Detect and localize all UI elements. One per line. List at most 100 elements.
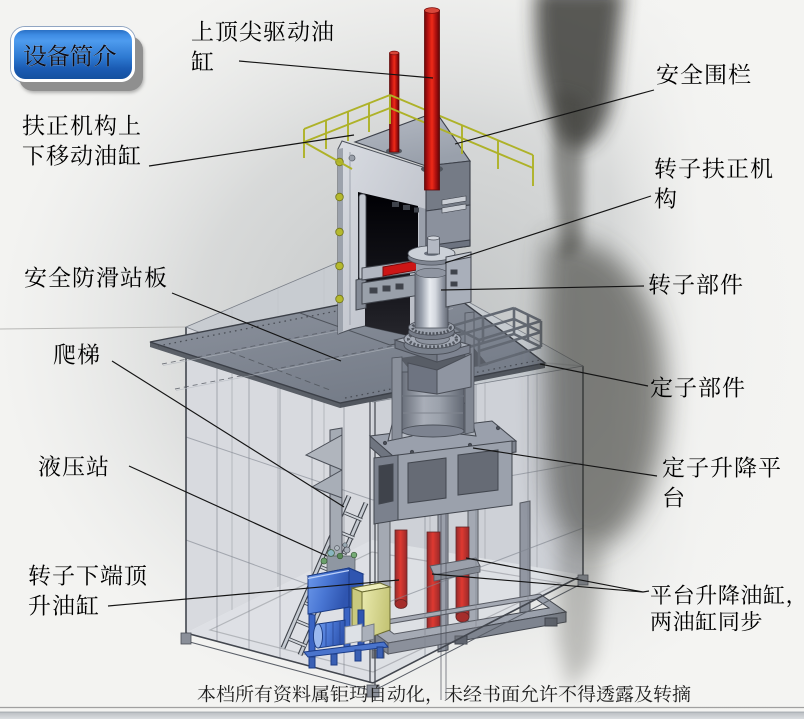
glyph [118, 114, 141, 135]
glyph [758, 456, 781, 478]
leader-anti-slip-platform [171, 292, 342, 362]
glyph [696, 584, 717, 605]
glyph [726, 158, 749, 178]
glyph [216, 684, 235, 703]
glyph [702, 157, 725, 179]
glyph [662, 456, 685, 478]
label-text-hydraulic-station [38, 455, 108, 477]
glyph [539, 684, 558, 703]
label-text-rotor-part [649, 273, 743, 295]
glyph [215, 20, 238, 42]
leader-rotor-righting-mechanism [444, 195, 652, 264]
glyph [25, 266, 47, 288]
stator-bottom [401, 424, 465, 438]
glyph [46, 44, 70, 67]
glyph [735, 456, 757, 478]
rotor-top-shaft [427, 237, 440, 255]
rotor-pedestal-right [436, 353, 472, 395]
glyph [197, 684, 216, 703]
glyph [680, 63, 703, 84]
pump-body [361, 623, 375, 643]
glyph [655, 157, 677, 179]
glyph [235, 684, 254, 703]
column-left-edge [338, 148, 343, 334]
pump-shaft [344, 623, 363, 645]
glyph [76, 594, 99, 615]
glyph [46, 115, 69, 135]
glyph [699, 376, 721, 398]
main-column [335, 140, 427, 337]
glyph [29, 564, 51, 586]
glyph [673, 611, 694, 632]
leader-safety-fence [454, 89, 655, 145]
leader-upper-drive-cylinder [238, 60, 434, 79]
glyph [387, 684, 406, 703]
leader-stator-part [539, 363, 649, 387]
bottom-bar [0, 712, 804, 719]
leader-platform-lift-cylinders [431, 557, 650, 593]
glyph [53, 565, 74, 586]
label-text-upper-drive-cylinder [191, 50, 214, 71]
tower-post-left [391, 356, 403, 441]
glyph [651, 611, 672, 632]
glyph [750, 157, 773, 179]
glyph [722, 376, 745, 398]
glyph [191, 20, 214, 41]
glyph [615, 685, 634, 703]
glyph [664, 486, 683, 508]
glyph [311, 685, 329, 703]
glyph [22, 114, 45, 136]
glyph [254, 684, 273, 703]
glyph [118, 144, 141, 165]
leader-ladder [111, 360, 345, 508]
glyph [86, 455, 108, 477]
glyph [596, 684, 615, 703]
label-text-rotor-righting-mechanism [654, 187, 677, 209]
glyph [93, 44, 117, 67]
glyph [239, 20, 262, 42]
glyph [741, 610, 762, 632]
glyph [330, 684, 349, 702]
safety-fence-railing [303, 94, 534, 186]
leader-stator-lift-platform [472, 447, 658, 477]
label-text-platform-lift-cylinders [651, 610, 762, 632]
glyph [577, 684, 596, 703]
glyph [787, 600, 791, 608]
label-text-anti-slip-platform [25, 266, 167, 288]
column-bolts [335, 157, 344, 304]
glyph [349, 685, 368, 703]
glyph [720, 611, 739, 632]
glyph [124, 564, 147, 586]
glyph [520, 684, 539, 703]
glyph [62, 456, 85, 477]
glyph [287, 20, 310, 42]
glyph [52, 594, 75, 616]
glyph [274, 684, 292, 703]
glyph [292, 684, 311, 703]
glyph [22, 145, 45, 166]
glyph [426, 698, 430, 705]
label-text-stator-lift-platform [662, 456, 781, 478]
glyph [120, 266, 142, 288]
glyph [76, 565, 99, 586]
glyph [654, 187, 677, 209]
glyph [73, 266, 95, 288]
glyph [144, 266, 167, 288]
title-badge: 设备简介 [11, 27, 135, 82]
glyph [558, 685, 577, 703]
badge-text-glyphs [23, 44, 117, 67]
glyph [48, 266, 71, 287]
platform-lift-cylinder-left [394, 529, 408, 609]
glyph [191, 50, 214, 71]
glyph [649, 273, 671, 295]
glyph [94, 114, 117, 136]
label-text-rotor-jack-cylinder [28, 594, 99, 616]
glyph [23, 44, 47, 67]
label-text-safety-fence [657, 63, 751, 85]
leader-righting-updown-cylinder [148, 134, 355, 167]
label-text-platform-lift-cylinders [650, 584, 791, 608]
glyph [46, 144, 69, 166]
glyph [263, 21, 285, 42]
leader-rotor-jack-cylinder [107, 579, 400, 607]
